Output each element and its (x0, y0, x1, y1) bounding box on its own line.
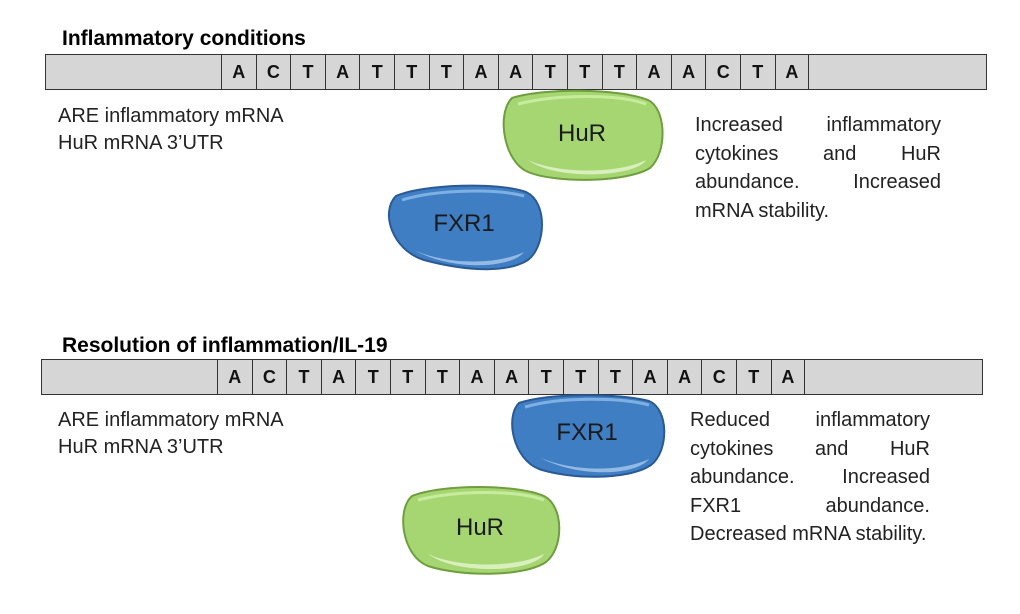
nucleotide-a: A (221, 55, 256, 89)
nucleotide-t: T (428, 55, 464, 89)
nucleotide-t: T (563, 360, 598, 394)
nucleotide-a: A (324, 55, 360, 89)
protein-label: FXR1 (556, 419, 618, 446)
nucleotide-a: A (774, 55, 810, 89)
outcome-description: Reduced inflammatory cytokines and HuR a… (690, 409, 930, 545)
fxr1-protein-bound: FXR1 (509, 394, 666, 478)
nucleotide-a: A (632, 360, 667, 394)
nucleotide-c: C (705, 55, 740, 89)
nucleotide-a: A (463, 55, 498, 89)
nucleotide-a: A (670, 55, 706, 89)
nucleotide-a: A (770, 360, 806, 394)
mrna-label-hur-utr: HuR mRNA 3’UTR (58, 132, 224, 154)
nucleotide-t: T (601, 55, 637, 89)
nucleotide-a: A (497, 55, 533, 89)
nucleotide-a: A (493, 360, 529, 394)
nucleotide-t: T (740, 55, 775, 89)
nucleotide-a: A (320, 360, 356, 394)
hur-protein-bound: HuR (498, 89, 666, 182)
nucleotide-c: C (701, 360, 736, 394)
nucleotide-c: C (255, 55, 291, 89)
nucleotide-t: T (290, 55, 325, 89)
nucleotide-t: T (394, 55, 429, 89)
protein-label: FXR1 (433, 210, 495, 237)
outcome-description: Increased inflammatory cytokines and HuR… (695, 114, 941, 222)
hur-protein-free: HuR (398, 486, 562, 575)
mrna-label-are: ARE inflammatory mRNA (58, 105, 284, 127)
nucleotide-t: T (528, 360, 563, 394)
mrna-label-hur-utr: HuR mRNA 3’UTR (58, 436, 224, 458)
nucleotide-c: C (251, 360, 287, 394)
nucleotide-a: A (636, 55, 671, 89)
fxr1-protein-free: FXR1 (384, 184, 544, 271)
mrna-label-are: ARE inflammatory mRNA (58, 409, 284, 431)
protein-label: HuR (557, 120, 606, 147)
nucleotide-t: T (597, 360, 633, 394)
nucleotide-t: T (359, 55, 394, 89)
protein-label: HuR (455, 514, 504, 541)
panel-title: Inflammatory conditions (62, 27, 306, 50)
nucleotide-t: T (424, 360, 460, 394)
nucleotide-t: T (532, 55, 567, 89)
nucleotide-t: T (355, 360, 390, 394)
panel-title: Resolution of inflammation/IL-19 (62, 334, 388, 357)
nucleotide-t: T (390, 360, 425, 394)
nucleotide-t: T (736, 360, 771, 394)
nucleotide-t: T (286, 360, 321, 394)
nucleotide-a: A (666, 360, 702, 394)
nucleotide-t: T (567, 55, 602, 89)
nucleotide-a: A (217, 360, 252, 394)
nucleotide-a: A (459, 360, 494, 394)
